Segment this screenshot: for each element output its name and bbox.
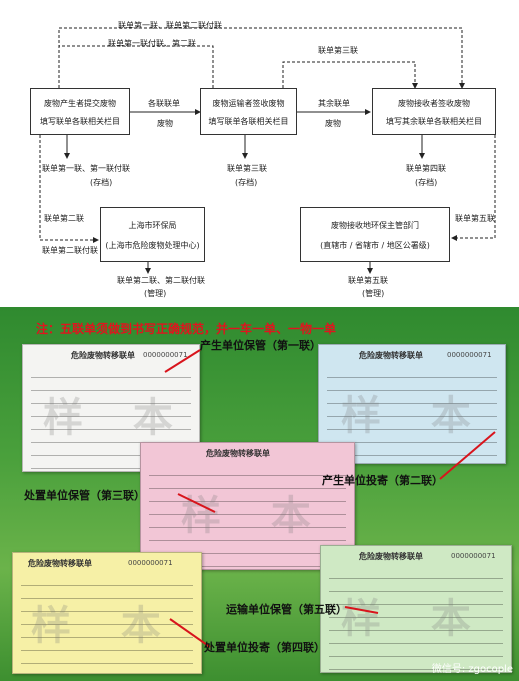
- epb-line2: (上海市危险废物处理中心): [105, 241, 200, 250]
- producer-line1: 废物产生者提交废物: [44, 99, 116, 108]
- producer-line2: 填写联单各联相关栏目: [40, 117, 120, 126]
- producer-keep: 联单第一联、第一联付联: [42, 164, 130, 173]
- receiver-box: 废物接收者签收废物 填写其余联单各联相关栏目: [372, 88, 496, 135]
- form-title: 危险废物转移联单: [359, 552, 423, 561]
- watermark: 样 本: [341, 393, 489, 439]
- transporter-line1: 废物运输者签收废物: [212, 99, 285, 108]
- local-line1: 废物接收地环保主管部门: [331, 221, 419, 230]
- wechat-watermark: 微信号: zgocople: [431, 664, 513, 675]
- transporter-line2: 填写联单各联相关栏目: [208, 117, 289, 126]
- epb-keep: 联单第二联、第二联付联: [117, 276, 205, 285]
- transporter-keep: 联单第三联: [227, 164, 267, 173]
- form-number: 0000000071: [451, 552, 496, 560]
- local-authority-box: 废物接收地环保主管部门 (直辖市 / 省辖市 / 地区公署级): [300, 207, 450, 262]
- pointer-arrows: [164, 349, 496, 648]
- right-copy5-label: 联单第五联: [455, 214, 495, 223]
- flowchart-connectors: [39, 27, 496, 274]
- left-copy2b-label: 联单第二联付联: [42, 246, 98, 255]
- label-copy2: 产生单位投寄（第二联）: [322, 474, 443, 487]
- form-rows: [327, 365, 497, 456]
- watermark: 样 本: [341, 596, 489, 642]
- left-copy2-label: 联单第二联: [44, 214, 84, 223]
- arrow2-top-label: 其余联单: [318, 99, 350, 108]
- transporter-box: 废物运输者签收废物 填写联单各联相关栏目: [200, 88, 297, 135]
- epb-line1: 上海市环保局: [128, 221, 177, 230]
- form-rows: [31, 365, 191, 469]
- form-rows: [149, 463, 346, 567]
- form-number: 0000000071: [447, 351, 492, 359]
- form-title: 危险废物转移联单: [71, 351, 135, 360]
- form-copy3: 危险废物转移联单 样 本: [140, 442, 355, 570]
- watermark: 样 本: [31, 603, 179, 649]
- epb-keep-note: (管理): [144, 289, 167, 298]
- receiver-line1: 废物接收者签收废物: [398, 99, 470, 108]
- receiver-keep: 联单第四联: [406, 164, 446, 173]
- producer-box: 废物产生者提交废物 填写联单各联相关栏目: [30, 88, 130, 135]
- second-loop-label: 联单第一联付联、第二联: [108, 39, 196, 48]
- label-copy5: 运输单位保管（第五联）: [226, 603, 347, 616]
- form-rows: [21, 573, 193, 664]
- receiver-line2: 填写其余联单各联相关栏目: [386, 117, 482, 126]
- form-title: 危险废物转移联单: [359, 351, 423, 360]
- label-copy4: 处置单位投寄（第四联）: [204, 641, 325, 654]
- form-number: 0000000071: [128, 559, 173, 567]
- top-loop-label: 联单第一联、联单第二联付联: [118, 21, 222, 30]
- receiver-keep-note: (存档): [415, 178, 438, 187]
- watermark: 样 本: [43, 395, 191, 441]
- local-keep: 联单第五联: [348, 276, 388, 285]
- local-line2: (直辖市 / 省辖市 / 地区公署级): [320, 241, 430, 250]
- label-copy1: 产生单位保管（第一联）: [200, 339, 321, 352]
- arrow1-bottom-label: 废物: [157, 119, 173, 128]
- arrow1-top-label: 各联联单: [148, 99, 180, 108]
- form-rows: [329, 566, 503, 670]
- local-keep-note: (管理): [362, 289, 385, 298]
- form-title: 危险废物转移联单: [28, 559, 92, 568]
- forms-photo: 危险废物转移联单 0000000071 样 本 危险废物转移联单 0000000…: [0, 307, 519, 681]
- note-text: 注：五联单须做到书写正确规范，并一车一单、一物一单: [36, 322, 337, 336]
- transporter-keep-note: (存档): [235, 178, 258, 187]
- producer-keep-note: (存档): [90, 178, 113, 187]
- arrow2-bottom-label: 废物: [325, 119, 341, 128]
- epb-box: 上海市环保局 (上海市危险废物处理中心): [100, 207, 205, 262]
- form-title: 危险废物转移联单: [206, 449, 270, 458]
- watermark: 样 本: [181, 493, 329, 539]
- form-number: 0000000071: [143, 351, 188, 359]
- form-copy4: 危险废物转移联单 0000000071 样 本: [12, 552, 202, 674]
- third-loop-label: 联单第三联: [318, 46, 358, 55]
- label-copy3: 处置单位保管（第三联）: [24, 489, 145, 502]
